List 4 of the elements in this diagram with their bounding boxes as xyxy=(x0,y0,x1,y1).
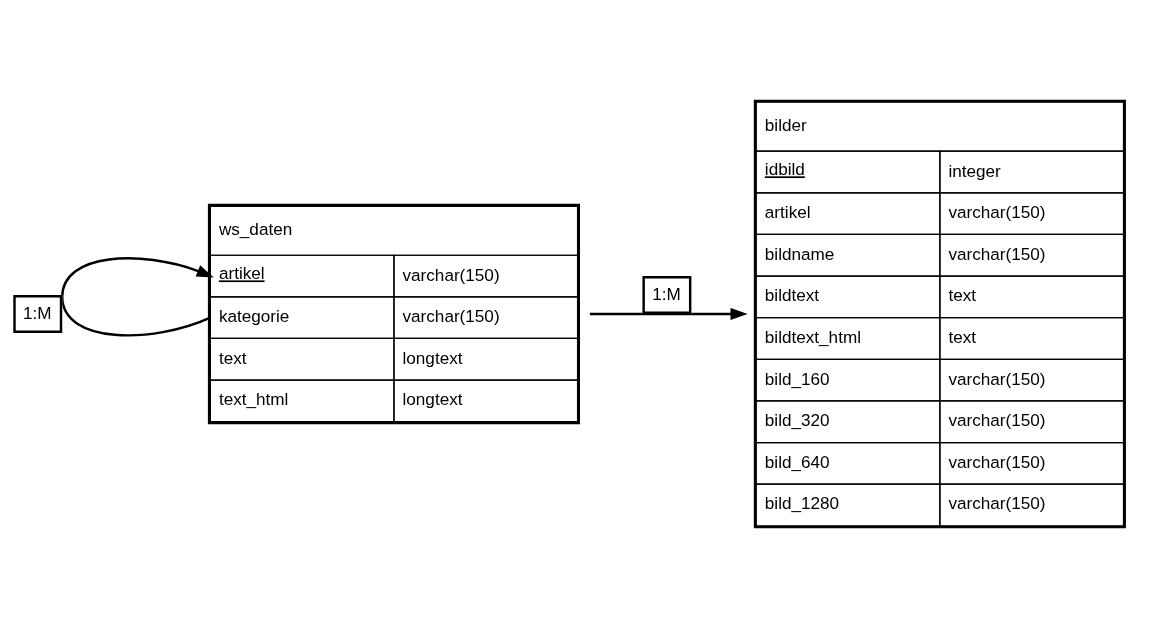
arrow xyxy=(61,257,214,337)
arrow xyxy=(589,308,748,320)
edge-label: 1:M xyxy=(23,303,52,324)
edge-label: 1:M xyxy=(652,284,681,305)
